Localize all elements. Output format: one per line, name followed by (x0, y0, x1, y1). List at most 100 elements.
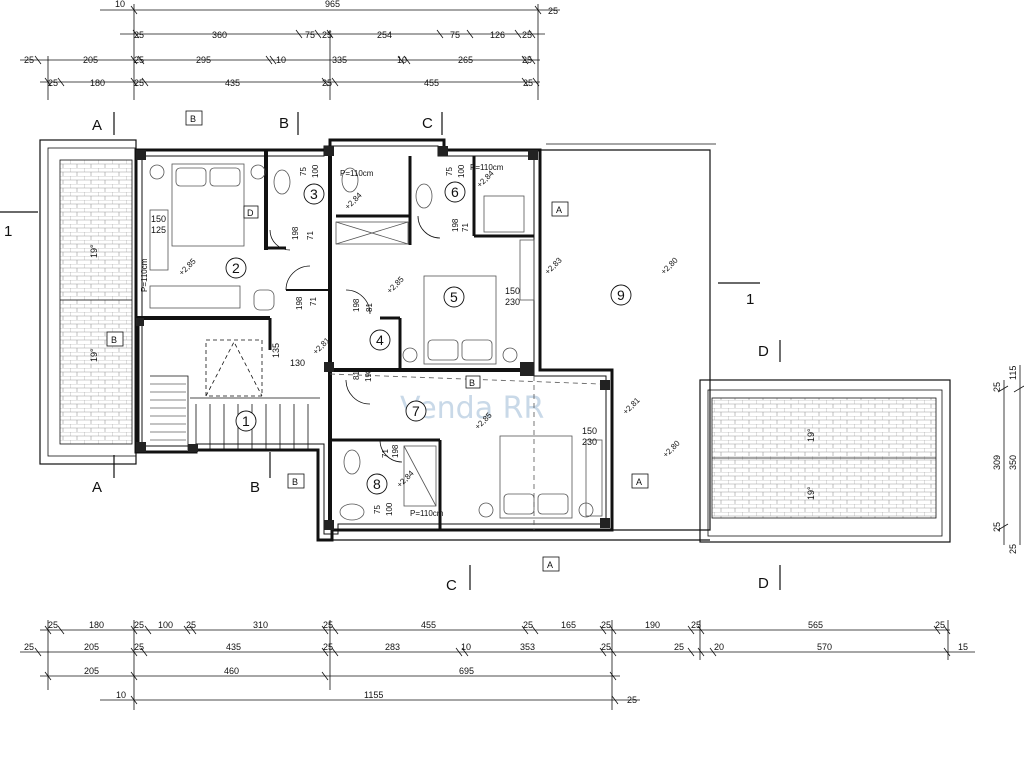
tag-label: B (190, 114, 196, 124)
dim-label: 25 (523, 620, 533, 630)
room-number: 2 (232, 260, 240, 276)
door-dim: 198 (451, 218, 460, 232)
room-number: 4 (376, 332, 384, 348)
dim-label: 25 (134, 30, 144, 40)
room-number: 7 (412, 403, 420, 419)
dim-label: 25 (186, 620, 196, 630)
level-label: +2,84 (343, 190, 364, 211)
window-size: 125 (151, 225, 166, 235)
dim-label: 25 (992, 522, 1002, 532)
section-b-bottom: B (250, 479, 260, 496)
tag-label: B (292, 477, 298, 487)
dim-label: 254 (377, 30, 392, 40)
door-dim: 100 (457, 164, 466, 178)
dim-label: 115 (1008, 366, 1018, 380)
dim-label: 335 (332, 55, 347, 65)
bottom-dimension-lines (20, 620, 975, 710)
sill-height: P=110cm (340, 169, 374, 178)
level-label: +2,83 (543, 255, 564, 276)
bed-room-2 (171, 163, 245, 247)
dim-label: 460 (224, 666, 239, 676)
level-label: +2,85 (385, 274, 406, 295)
bottom-dimension-values: 25 180 25 100 25 310 25 455 25 165 25 19… (24, 620, 968, 705)
roof-pitch-labels: 19° 19° 19° 19° (89, 244, 816, 500)
bed-room-5 (423, 275, 497, 365)
window-size: 150 (582, 426, 597, 436)
dim-label: 25 (134, 55, 144, 65)
door-dim: 75 (299, 167, 308, 176)
dim-label: 190 (645, 620, 660, 630)
door-dim: 198 (352, 298, 361, 312)
dim-label: 295 (196, 55, 211, 65)
dim-label: 20 (714, 642, 724, 652)
level-label: +2,85 (177, 256, 198, 277)
tag-label: A (547, 560, 553, 570)
dim-label: 10 (115, 0, 125, 9)
dim-label: 353 (520, 642, 535, 652)
dim-label: 25 (935, 620, 945, 630)
dim-label: 25 (523, 78, 533, 88)
dim-label: 265 (458, 55, 473, 65)
dim-label: 25 (322, 78, 332, 88)
door-dim: 81 (365, 303, 374, 312)
dim-label: 455 (424, 78, 439, 88)
tag-label: B (469, 378, 475, 388)
dim-label: 25 (627, 695, 637, 705)
dim-label: 10 (461, 642, 471, 652)
sill-height: P=110cm (410, 509, 444, 518)
right-dimension-values: 25 309 25 115 350 25 (992, 366, 1018, 554)
section-1-left: 1 (4, 223, 12, 240)
room-circles (225, 181, 632, 495)
section-1-right: 1 (746, 291, 754, 308)
dim-label: 25 (522, 30, 532, 40)
dim-label: 10 (276, 55, 286, 65)
dim-label: 309 (992, 455, 1002, 470)
dim-label: 360 (212, 30, 227, 40)
sill-height: P=110cm (140, 258, 149, 292)
section-c-top: C (422, 115, 433, 132)
room-number: 1 (242, 413, 250, 429)
sill-height: P=110cm (470, 163, 504, 172)
building-walls (39, 138, 951, 543)
top-dimension-values: 10 965 25 25 360 75 25 254 75 126 25 25 … (24, 0, 558, 88)
room-number: 9 (617, 287, 625, 303)
window-tags (106, 110, 649, 572)
window-size: 150 (505, 286, 520, 296)
dim-label: 25 (24, 55, 34, 65)
structural-columns (136, 146, 610, 530)
section-a-bottom: A (92, 479, 102, 496)
shower-room-3 (335, 221, 409, 245)
dim-label: 205 (84, 666, 99, 676)
pitch-label: 19° (806, 428, 816, 442)
right-dimension-lines (997, 365, 1024, 545)
door-dim: 71 (461, 223, 470, 232)
dim-label: 25 (992, 382, 1002, 392)
door-dim: 71 (309, 297, 318, 306)
dim-label: 565 (808, 620, 823, 630)
dim-label: 25 (134, 620, 144, 630)
level-label: +2,84 (395, 468, 416, 489)
door-dim: 100 (385, 502, 394, 516)
stair-dim: 135 (271, 343, 281, 358)
dim-label: 570 (817, 642, 832, 652)
pitch-label: 19° (89, 244, 99, 258)
dim-label: 455 (421, 620, 436, 630)
tag-label: B (111, 335, 117, 345)
dim-label: 25 (48, 78, 58, 88)
door-dim: 198 (391, 444, 400, 458)
dim-label: 205 (83, 55, 98, 65)
furniture (149, 163, 603, 521)
dim-label: 435 (226, 642, 241, 652)
dim-label: 25 (674, 642, 684, 652)
tag-label: A (636, 477, 642, 487)
window-size: 230 (505, 297, 520, 307)
window-size: 150 (151, 214, 166, 224)
dim-label: 25 (522, 55, 532, 65)
door-dim: 75 (373, 505, 382, 514)
dim-label: 25 (601, 642, 611, 652)
bed-room-7 (499, 435, 573, 519)
section-c-bottom: C (446, 577, 457, 594)
door-swings (269, 215, 441, 463)
level-label: +2,80 (659, 255, 680, 276)
